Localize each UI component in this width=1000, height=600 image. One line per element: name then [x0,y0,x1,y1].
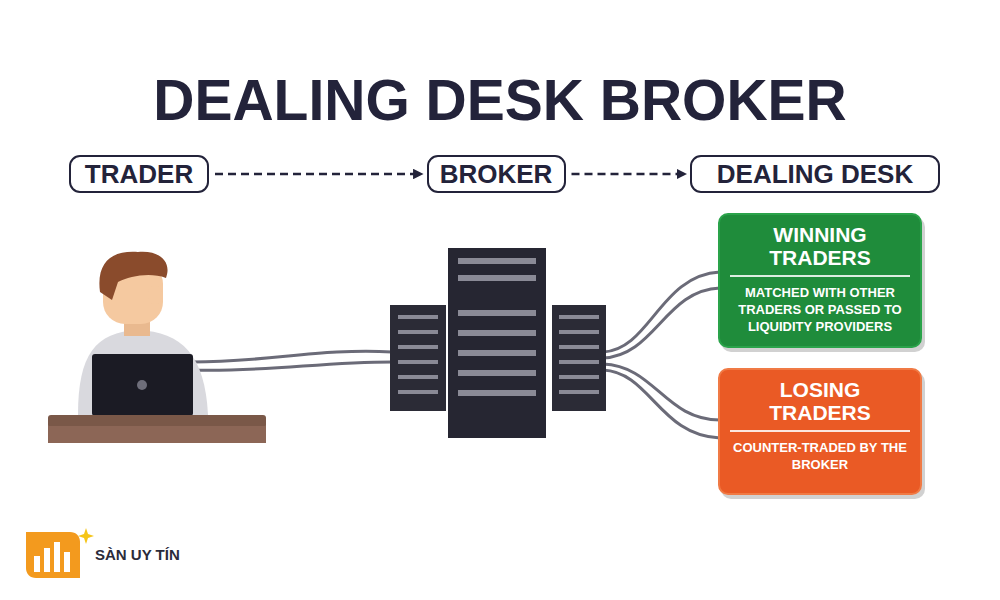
server-racks [390,248,606,438]
server-slot [559,375,599,379]
flow-arrow [572,173,687,176]
server-slot [458,350,536,356]
laptop [92,354,193,416]
box-heading: DEALING DESK [717,161,913,187]
server-slot [398,345,438,349]
server-slot [398,315,438,319]
server-slot [458,330,536,336]
box-heading: TRADER [85,161,193,187]
box-body: MATCHED WITH OTHER TRADERS OR PASSED TO … [730,285,910,336]
server-slot [398,390,438,394]
server-slot [458,275,536,281]
server-slot [458,370,536,376]
server-slot [398,360,438,364]
server-slot [398,330,438,334]
box-heading: BROKER [440,161,553,187]
desk [48,415,266,443]
server-slot [458,390,536,396]
stage-box: TRADER [69,155,209,193]
server-slot [559,315,599,319]
box-heading: WINNING TRADERS [730,223,910,277]
outcome-box: LOSING TRADERS COUNTER-TRADED BY THE BROK… [718,368,922,495]
box-heading: LOSING TRADERS [730,378,910,432]
server-slot [559,390,599,394]
server-slot [458,258,536,264]
title: DEALING DESK BROKER [0,72,1000,129]
server-slot [559,345,599,349]
trader-figure [78,252,208,415]
stage-box: DEALING DESK [690,155,940,193]
stage-box: BROKER [427,155,566,193]
box-body: COUNTER-TRADED BY THE BROKER [730,440,910,474]
server-slot [559,330,599,334]
server-slot [398,375,438,379]
watermark: SÀN UY TÍN [95,546,180,563]
outcome-box: WINNING TRADERS MATCHED WITH OTHER TRADER… [718,213,922,348]
server-slot [458,310,536,316]
flow-arrow [215,173,423,176]
logo-icon [26,528,94,578]
server-slot [559,360,599,364]
